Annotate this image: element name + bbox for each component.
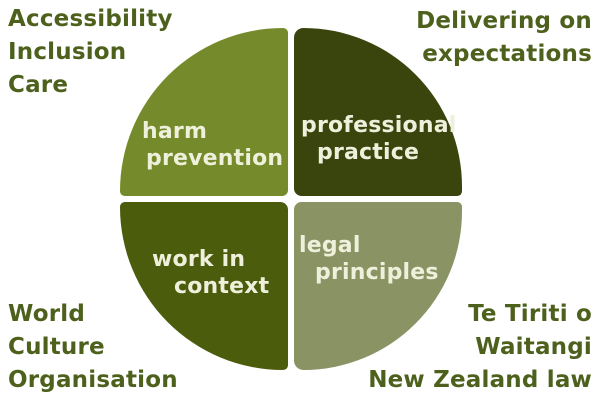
corner-label-line: Delivering on [416, 8, 592, 34]
wedge-work-in-context: work in context [120, 202, 288, 370]
wedge-label-line: harm [142, 119, 208, 144]
wedge-label-line: principles [315, 260, 439, 285]
corner-label-top-right: Delivering on expectations [416, 5, 592, 71]
wedge-label: harm prevention [142, 118, 283, 172]
wedge-label-line: professional [301, 113, 457, 138]
corner-label-line: expectations [422, 41, 592, 67]
wedge-label-line: work in [152, 247, 246, 272]
corner-label-bottom-left: World Culture Organisation [8, 298, 178, 397]
wedge-harm-prevention: harm prevention [120, 28, 288, 196]
wedge-label: work in context [152, 246, 269, 300]
corner-label-line: Care [8, 72, 69, 98]
corner-label-line: New Zealand law [368, 367, 592, 393]
corner-label-line: Organisation [8, 367, 178, 393]
wedge-label: legal principles [299, 232, 439, 286]
corner-label-line: Te Tiriti o [468, 301, 592, 327]
wedge-label: professional practice [301, 112, 457, 166]
corner-label-line: Culture [8, 334, 105, 360]
corner-label-top-left: Accessibility Inclusion Care [8, 3, 173, 102]
corner-label-line: Inclusion [8, 39, 127, 65]
corner-label-line: Waitangi [475, 334, 592, 360]
corner-label-line: Accessibility [8, 6, 173, 32]
wedge-label-line: practice [317, 140, 420, 165]
wedge-label-line: prevention [146, 146, 284, 171]
corner-label-line: World [8, 301, 86, 327]
wedge-label-line: context [174, 274, 270, 299]
wedge-professional-practice: professional practice [294, 28, 462, 196]
corner-label-bottom-right: Te Tiriti o Waitangi New Zealand law [368, 298, 592, 397]
wedge-label-line: legal [299, 233, 361, 258]
circle: harm prevention professional practice wo… [120, 28, 462, 370]
wedge-legal-principles: legal principles [294, 202, 462, 370]
